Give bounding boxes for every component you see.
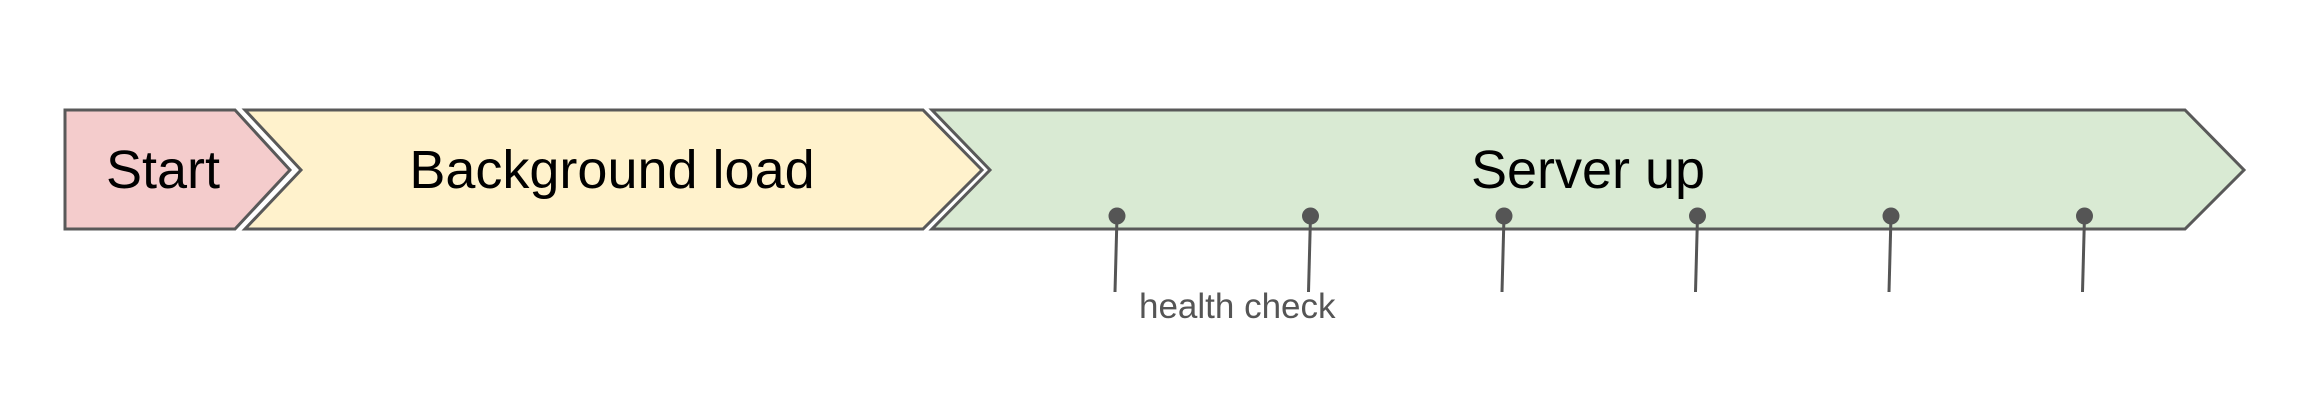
health-check-marker-dot (2076, 207, 2093, 225)
health-check-marker-stem (1887, 215, 1893, 293)
stage-server-up-shape (928, 108, 2247, 231)
health-check-marker (1882, 207, 1900, 293)
health-check-marker-stem (1307, 215, 1312, 293)
health-check-marker (1495, 207, 1513, 293)
health-check-marker (1108, 207, 1126, 293)
health-check-marker (1689, 207, 1706, 293)
health-check-marker (1302, 207, 1319, 293)
health-check-marker-dot (1689, 207, 1706, 225)
health-check-marker-stem (2081, 215, 2086, 293)
health-check-marker-stem (1694, 215, 1699, 293)
health-check-markers (1108, 207, 2093, 293)
health-check-marker-stem (1113, 215, 1119, 293)
stage-start-label: Start (106, 140, 220, 200)
health-check-marker-dot (1302, 207, 1319, 225)
stage-server-up-label: Server up (1471, 140, 1705, 200)
stage-background-load: Background load (241, 108, 985, 231)
stage-start-shape (63, 108, 293, 231)
stage-background-load-label: Background load (409, 140, 814, 200)
health-check-label: health check (1139, 287, 1336, 326)
stage-server-up: Server up (928, 108, 2247, 231)
health-check-marker-dot (1495, 207, 1513, 225)
stage-start: Start (63, 108, 293, 231)
health-check-marker (2076, 207, 2093, 293)
health-check-marker-stem (1500, 215, 1506, 293)
health-check-marker-dot (1108, 207, 1126, 225)
health-check-marker-dot (1882, 207, 1900, 225)
stage-background-load-shape (241, 108, 985, 231)
